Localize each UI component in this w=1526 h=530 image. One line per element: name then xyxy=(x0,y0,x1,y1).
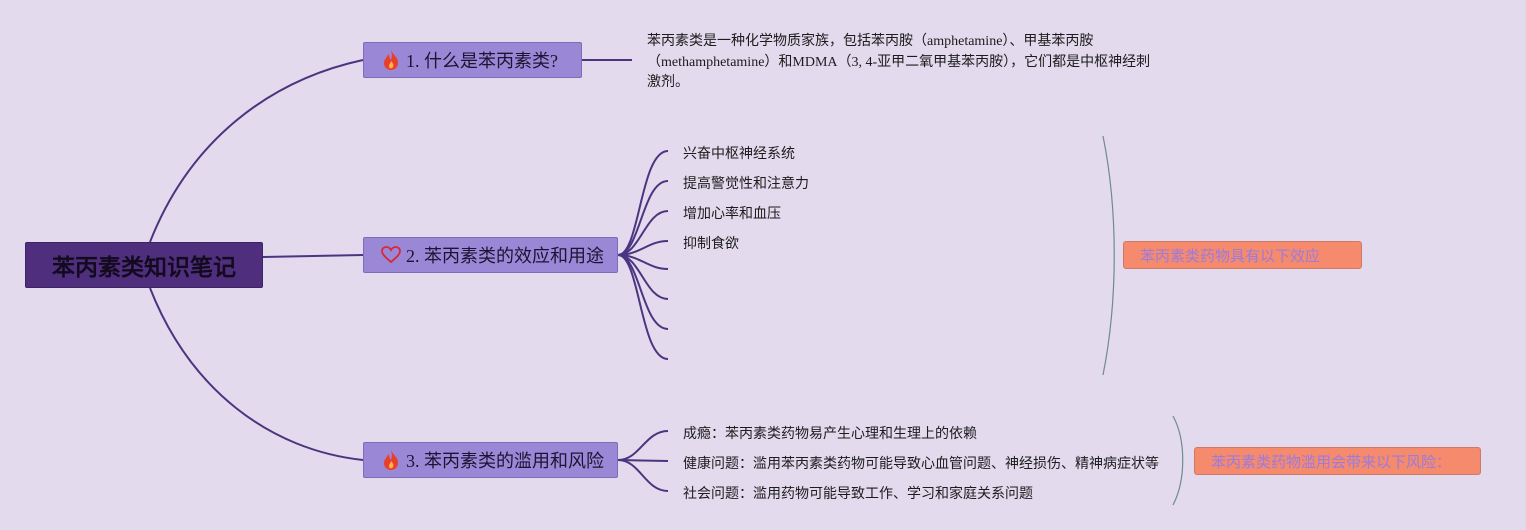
risk-leaf-1: 成瘾：苯丙素类药物易产生心理和生理上的依赖 xyxy=(683,427,977,442)
connector-b2-leaf-1 xyxy=(617,150,669,256)
branch-abuse-risks[interactable]: 3. 苯丙素类的滥用和风险 xyxy=(363,442,618,478)
connector-root-b2 xyxy=(262,254,364,258)
branch-what-is[interactable]: 1. 什么是苯丙素类? xyxy=(363,42,582,78)
fire-icon xyxy=(380,449,402,471)
summary-bracket-b2 xyxy=(1102,135,1115,376)
branch-effects-uses[interactable]: 2. 苯丙素类的效应和用途 xyxy=(363,237,618,273)
summary-label: 苯丙素类药物具有以下效应 xyxy=(1140,246,1321,265)
effect-leaf-4: 抑制食欲 xyxy=(683,237,739,252)
summary-label: 苯丙素类药物滥用会带来以下风险： xyxy=(1211,452,1452,471)
connector-b3-leaf-2 xyxy=(617,459,669,462)
summary-bracket-b3 xyxy=(1172,415,1184,506)
summary-effects[interactable]: 苯丙素类药物具有以下效应 xyxy=(1123,241,1362,269)
connector-b3-leaf-1 xyxy=(617,430,669,461)
heart-icon xyxy=(380,244,402,266)
effect-leaf-2: 提高警觉性和注意力 xyxy=(683,177,809,192)
root-title: 苯丙素类知识笔记 xyxy=(52,255,236,281)
connector-b2-leaf-8 xyxy=(617,254,669,360)
connector-root-b3 xyxy=(149,287,364,461)
risk-leaf-2: 健康问题：滥用苯丙素类药物可能导致心血管问题、神经损伤、精神病症状等 xyxy=(683,457,1159,472)
branch-label: 3. 苯丙素类的滥用和风险 xyxy=(406,451,604,471)
connector-root-b1 xyxy=(149,59,364,243)
branch-label: 1. 什么是苯丙素类? xyxy=(406,51,558,71)
effect-leaf-1: 兴奋中枢神经系统 xyxy=(683,147,795,162)
effect-leaf-3: 增加心率和血压 xyxy=(683,207,781,222)
root-topic[interactable]: 苯丙素类知识笔记 xyxy=(25,242,263,288)
fire-icon xyxy=(380,49,402,71)
connector-b2-leaf-2 xyxy=(617,180,669,256)
connector-b3-leaf-3 xyxy=(617,459,669,492)
summary-risks[interactable]: 苯丙素类药物滥用会带来以下风险： xyxy=(1194,447,1481,475)
risk-leaf-3: 社会问题：滥用药物可能导致工作、学习和家庭关系问题 xyxy=(683,487,1033,502)
branch-label: 2. 苯丙素类的效应和用途 xyxy=(406,246,604,266)
branch-1-description: 苯丙素类是一种化学物质家族，包括苯丙胺（amphetamine）、甲基苯丙胺（m… xyxy=(647,34,1151,90)
